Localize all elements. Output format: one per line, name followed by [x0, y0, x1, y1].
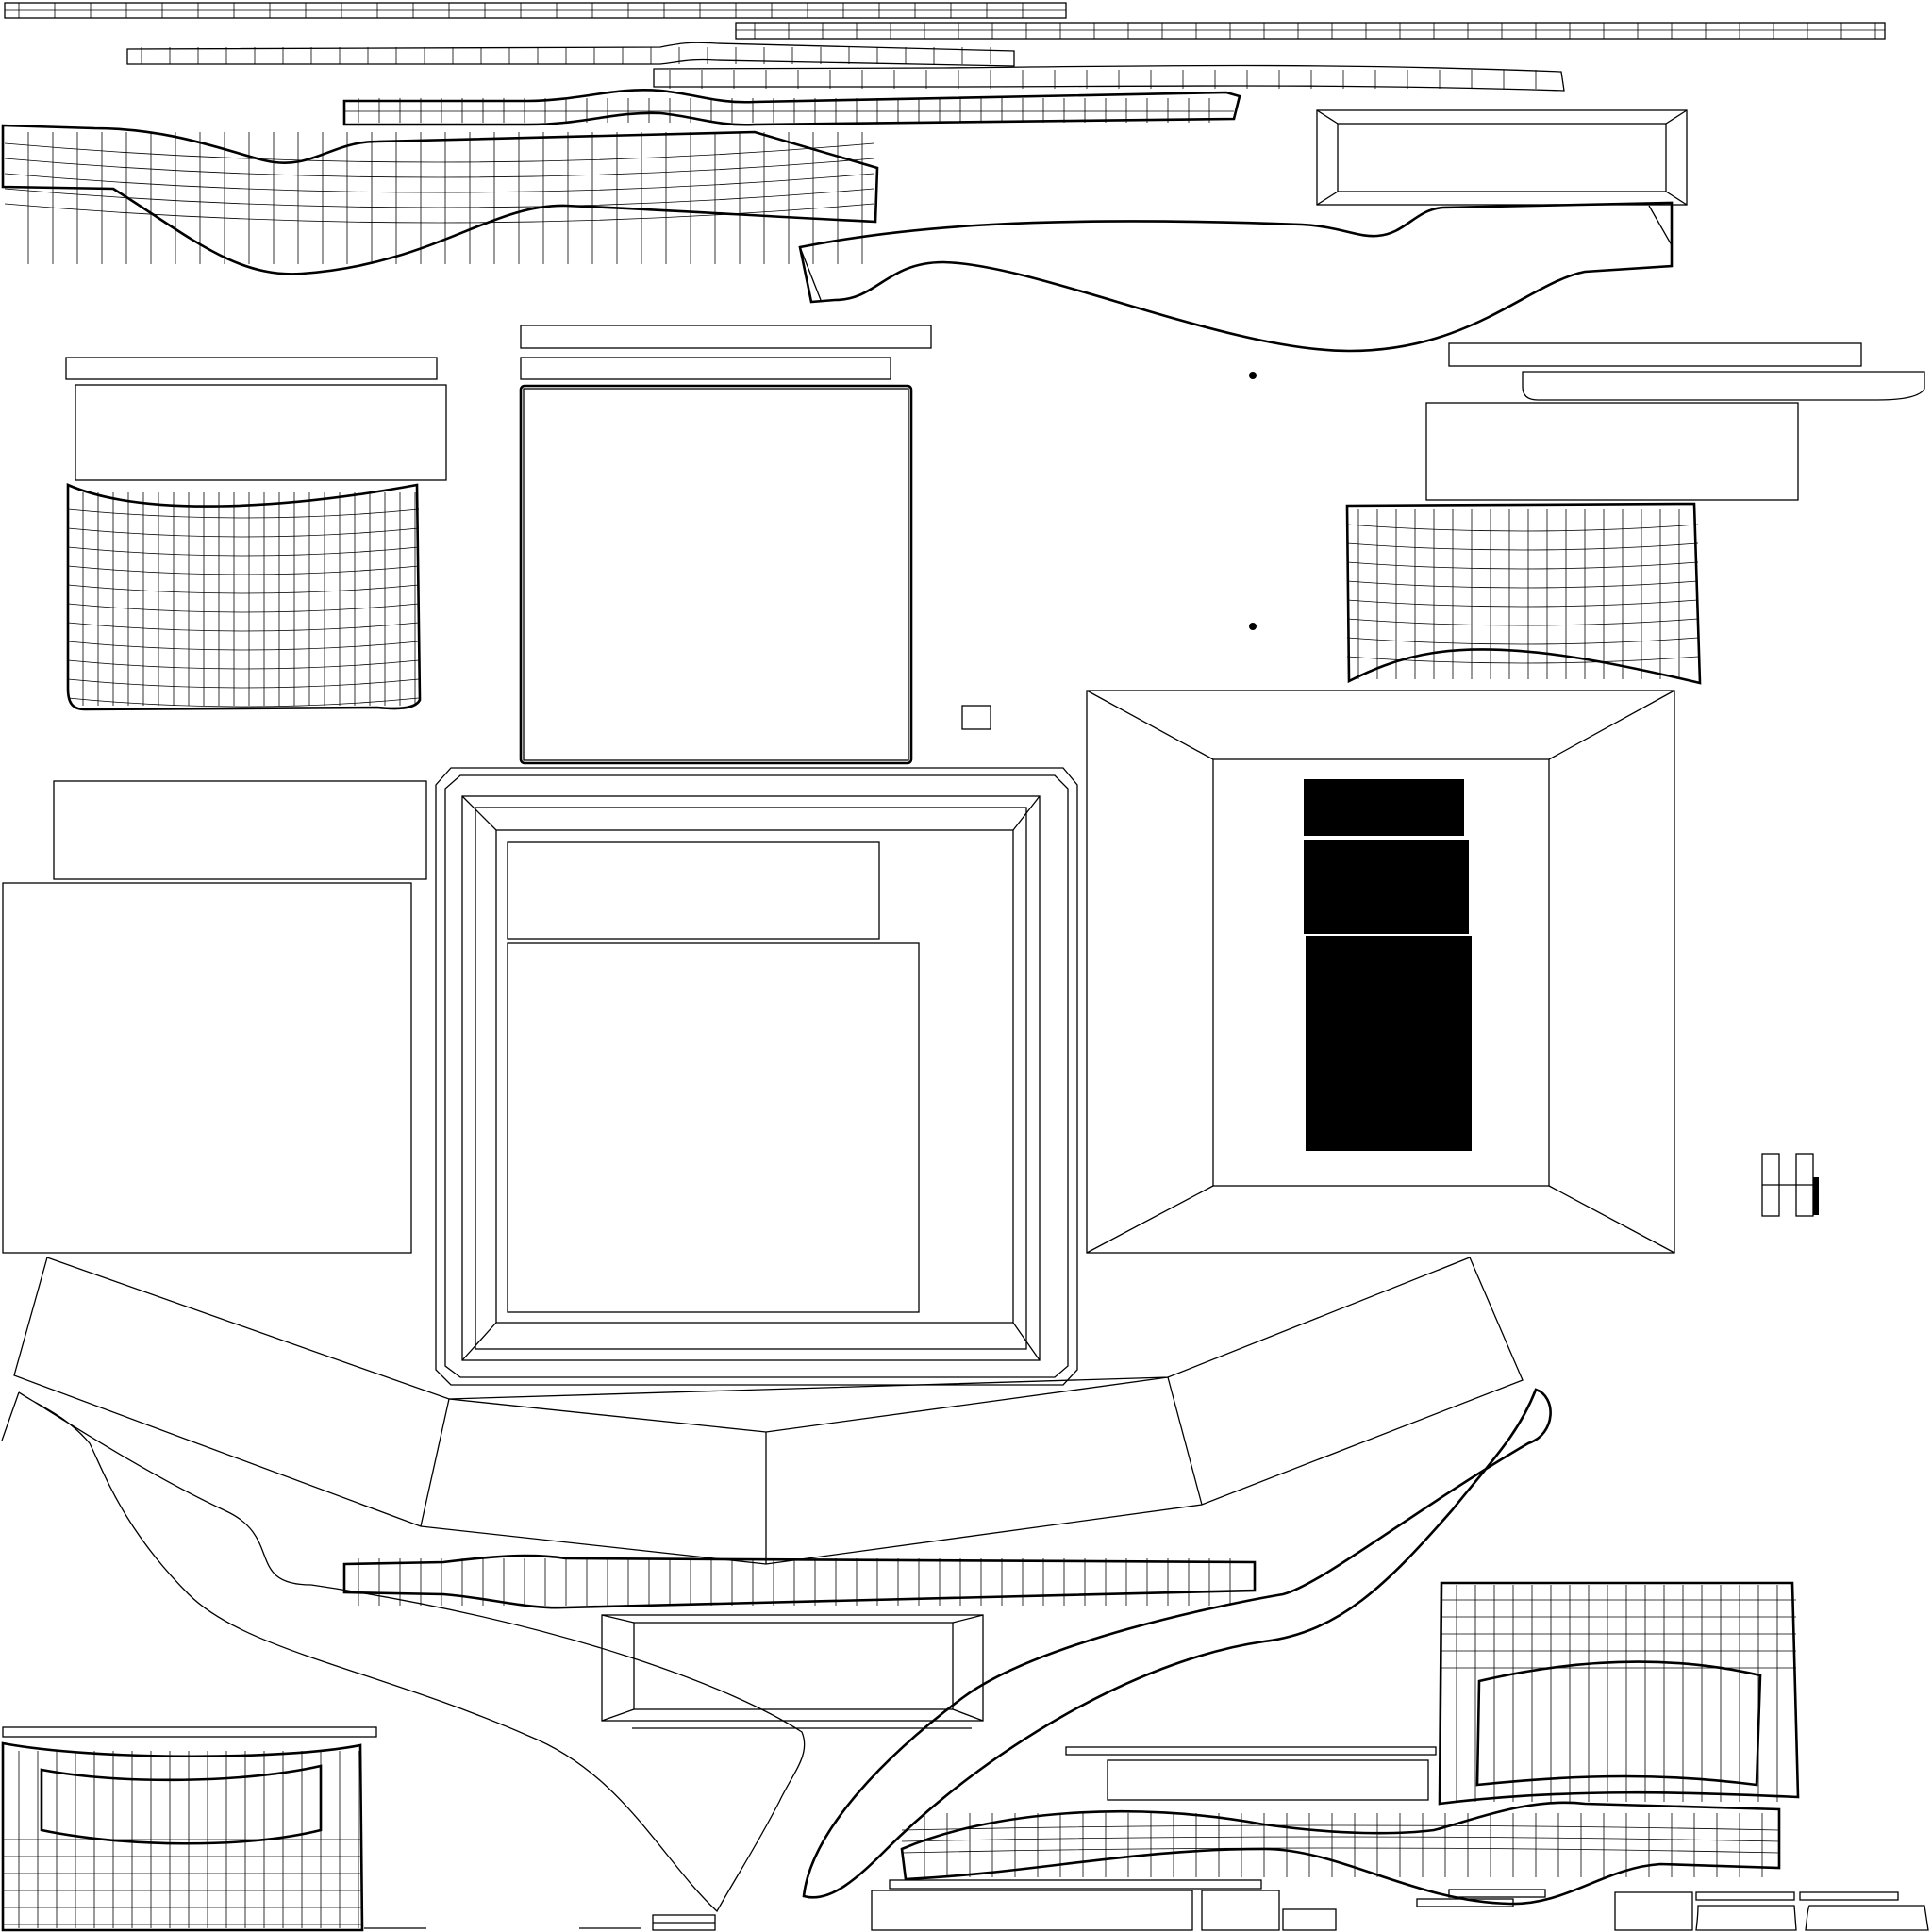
uv-island-panel-left — [65, 357, 447, 481]
uv-island-wave-strip-bottom — [342, 1554, 1257, 1609]
uv-island-handle-grid-right — [1438, 1581, 1800, 1806]
uv-island-curved-outline — [798, 201, 1674, 353]
uv-island-strip-top-1 — [4, 2, 1067, 19]
uv-island-fan-strip — [13, 1257, 1524, 1565]
uv-island-large-bevel-frame — [1086, 690, 1675, 1254]
uv-island-square-frame — [519, 325, 932, 765]
uv-island-dense-block — [1304, 779, 1472, 1151]
uv-island-dots — [961, 372, 1257, 730]
uv-island-bottom-strips — [364, 1746, 1929, 1931]
uv-island-grid-left — [66, 483, 422, 711]
uv-island-strip-curved-3 — [342, 89, 1241, 126]
uv-island-panel-right — [1425, 342, 1925, 501]
uv-island-strip-curved-1 — [126, 42, 1015, 67]
uv-island-bevel-frame-bottom — [601, 1614, 984, 1729]
uv-island-wave-grid — [1, 124, 879, 275]
uv-island-big-frame-center — [435, 767, 1078, 1386]
uv-island-strip-top-2 — [735, 22, 1886, 40]
uv-island-bevel-frame-small — [1316, 109, 1688, 206]
uv-island-large-rect-left — [2, 780, 427, 1254]
uv-island-wave-grid-bottom-right — [900, 1801, 1781, 1906]
uv-island-sweep-curve — [1, 1388, 1552, 1913]
uv-island-strip-curved-2 — [653, 64, 1565, 92]
uv-island-grid-right — [1345, 502, 1702, 685]
uv-island-handle-grid-left — [1, 1726, 377, 1932]
uv-island-small-detail — [1761, 1153, 1819, 1217]
